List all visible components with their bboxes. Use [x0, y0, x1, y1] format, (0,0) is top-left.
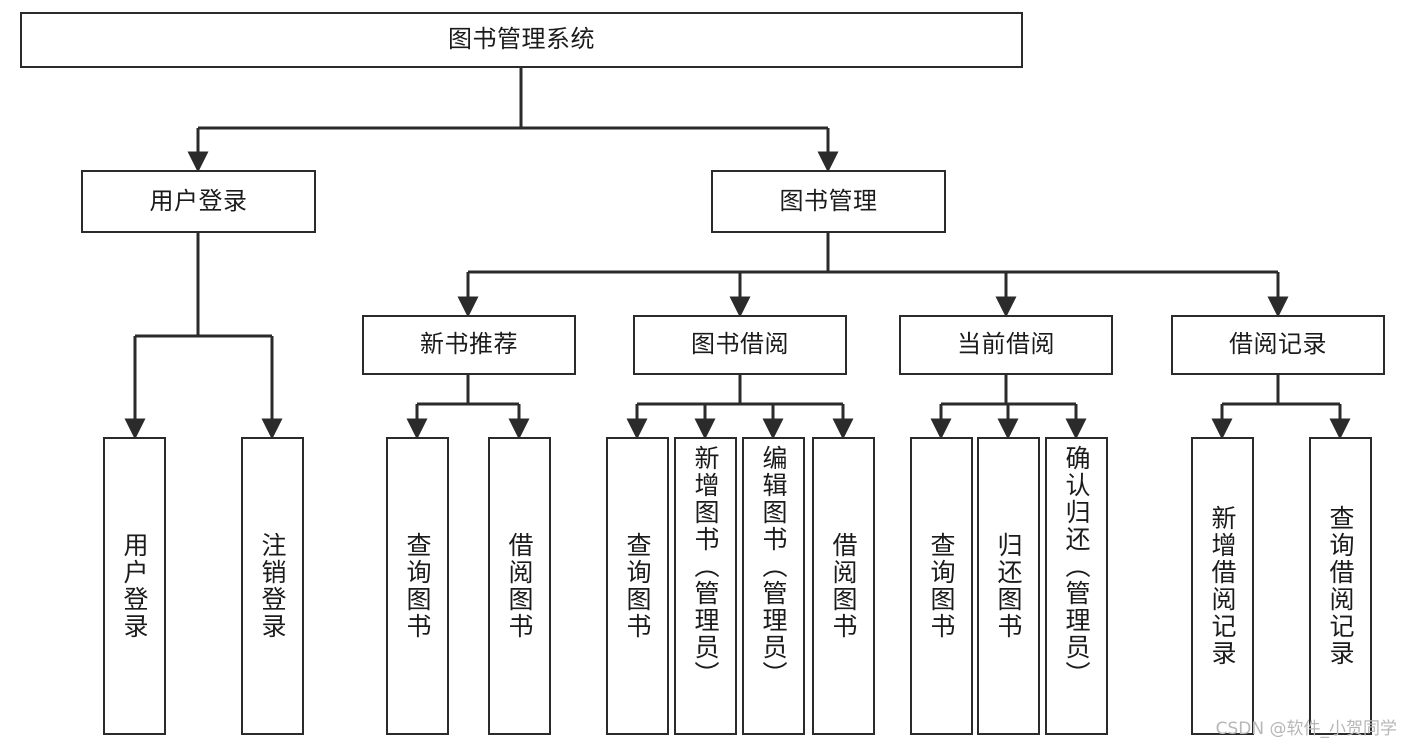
node-book-borrow-label: 图书借阅 — [691, 330, 789, 359]
node-book-manage-label: 图书管理 — [779, 186, 878, 215]
node-leaf-borrow-book-2-label: 借阅图书 — [829, 532, 858, 640]
node-leaf-return-book-label: 归还图书 — [994, 532, 1023, 640]
node-root-label: 图书管理系统 — [448, 25, 595, 54]
node-borrow-record-label: 借阅记录 — [1229, 330, 1327, 359]
node-leaf-query-record-label: 查询借阅记录 — [1326, 505, 1355, 667]
node-new-book-rec-label: 新书推荐 — [420, 330, 518, 359]
node-leaf-return-book[interactable]: 归还图书 — [977, 437, 1040, 735]
node-leaf-query-book-3[interactable]: 查询图书 — [910, 437, 973, 735]
node-leaf-query-book-1[interactable]: 查询图书 — [386, 437, 449, 735]
node-leaf-borrow-book-1[interactable]: 借阅图书 — [488, 437, 551, 735]
node-user-login[interactable]: 用户登录 — [81, 170, 316, 233]
node-current-borrow-label: 当前借阅 — [957, 330, 1055, 359]
node-leaf-user-login-label: 用户登录 — [120, 532, 149, 640]
node-leaf-query-book-2-label: 查询图书 — [623, 532, 652, 640]
node-leaf-query-record[interactable]: 查询借阅记录 — [1309, 437, 1372, 735]
node-leaf-query-book-2[interactable]: 查询图书 — [606, 437, 669, 735]
node-root[interactable]: 图书管理系统 — [20, 12, 1023, 68]
node-new-book-rec[interactable]: 新书推荐 — [362, 315, 576, 375]
node-leaf-edit-book[interactable]: 编辑图书（管理员） — [742, 437, 805, 735]
node-leaf-logout-label: 注销登录 — [258, 532, 287, 640]
node-leaf-query-book-1-label: 查询图书 — [403, 532, 432, 640]
node-borrow-record[interactable]: 借阅记录 — [1171, 315, 1385, 375]
node-leaf-borrow-book-2[interactable]: 借阅图书 — [812, 437, 875, 735]
node-leaf-confirm-return-label: 确认归还（管理员） — [1062, 445, 1091, 688]
node-user-login-label: 用户登录 — [149, 186, 248, 215]
node-leaf-add-record-label: 新增借阅记录 — [1208, 505, 1237, 667]
node-leaf-add-book-label: 新增图书（管理员） — [691, 445, 720, 688]
node-book-manage[interactable]: 图书管理 — [711, 170, 946, 233]
node-current-borrow[interactable]: 当前借阅 — [899, 315, 1113, 375]
node-leaf-user-login[interactable]: 用户登录 — [103, 437, 166, 735]
node-leaf-query-book-3-label: 查询图书 — [927, 532, 956, 640]
node-leaf-borrow-book-1-label: 借阅图书 — [505, 532, 534, 640]
node-leaf-confirm-return[interactable]: 确认归还（管理员） — [1045, 437, 1108, 735]
node-leaf-add-record[interactable]: 新增借阅记录 — [1191, 437, 1254, 735]
node-leaf-add-book[interactable]: 新增图书（管理员） — [674, 437, 737, 735]
node-leaf-edit-book-label: 编辑图书（管理员） — [759, 445, 788, 688]
node-book-borrow[interactable]: 图书借阅 — [633, 315, 847, 375]
node-leaf-logout[interactable]: 注销登录 — [241, 437, 304, 735]
